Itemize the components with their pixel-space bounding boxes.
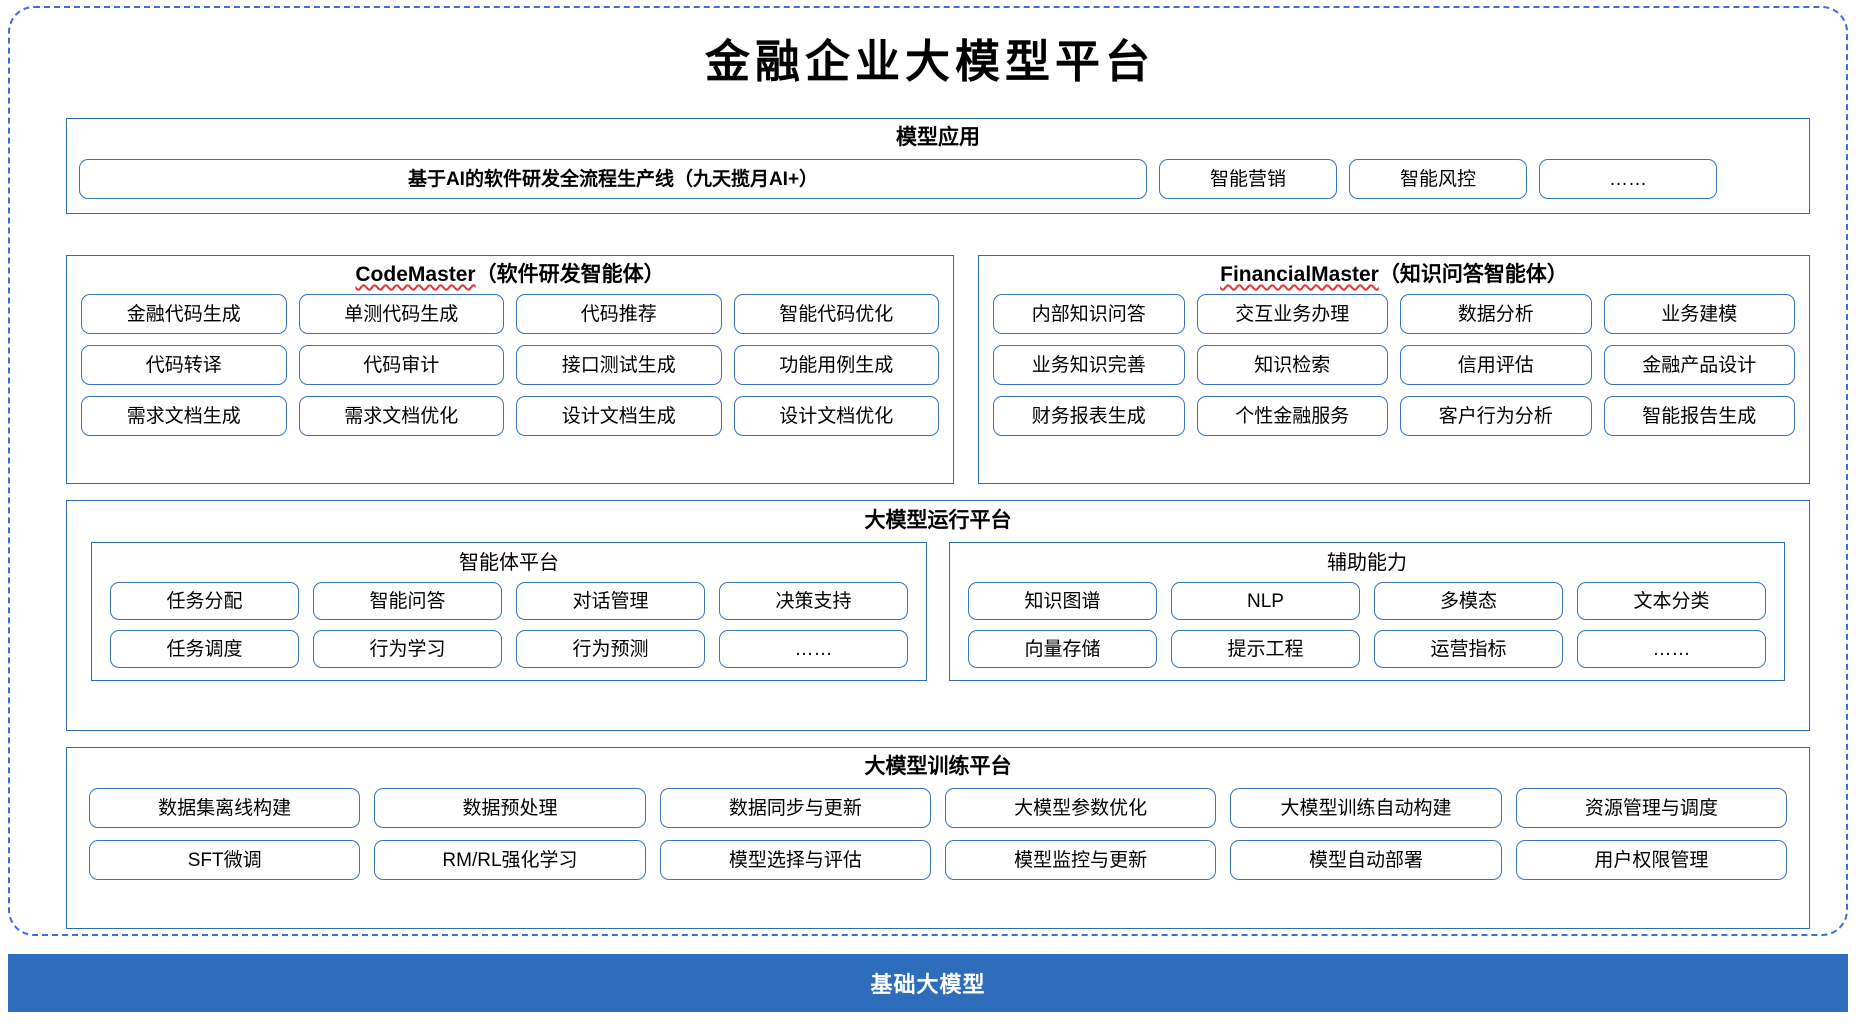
agent-platform-item[interactable]: 行为预测 xyxy=(516,630,705,668)
app-item-smart-marketing[interactable]: 智能营销 xyxy=(1159,159,1337,199)
support-ability-item[interactable]: NLP xyxy=(1171,582,1360,620)
section-codemaster: CodeMaster（软件研发智能体） 金融代码生成 单测代码生成 代码推荐 智… xyxy=(66,255,954,484)
training-item[interactable]: 数据集离线构建 xyxy=(89,788,361,828)
runtime-columns: 智能体平台 任务分配 智能问答 对话管理 决策支持 任务调度 行为学习 行为预测… xyxy=(67,534,1809,681)
financialmaster-item[interactable]: 内部知识问答 xyxy=(993,294,1185,334)
codemaster-item[interactable]: 需求文档优化 xyxy=(298,396,504,436)
agent-platform-item[interactable]: 行为学习 xyxy=(313,630,502,668)
model-applications-row: 基于AI的软件研发全流程生产线（九天揽月AI+） 智能营销 智能风控 …… xyxy=(67,159,1809,199)
financialmaster-item[interactable]: 知识检索 xyxy=(1196,345,1388,385)
financialmaster-name: FinancialMaster xyxy=(1220,263,1379,286)
training-item[interactable]: 资源管理与调度 xyxy=(1515,788,1787,828)
app-item-smart-risk-control[interactable]: 智能风控 xyxy=(1349,159,1527,199)
section-training-platform: 大模型训练平台 数据集离线构建 数据预处理 数据同步与更新 大模型参数优化 大模… xyxy=(66,747,1810,929)
subsection-agent-platform: 智能体平台 任务分配 智能问答 对话管理 决策支持 任务调度 行为学习 行为预测… xyxy=(91,542,927,681)
codemaster-item[interactable]: 功能用例生成 xyxy=(733,345,939,385)
codemaster-item[interactable]: 代码推荐 xyxy=(516,294,722,334)
financialmaster-subtitle: （知识问答智能体） xyxy=(1378,263,1568,286)
agent-platform-item[interactable]: 决策支持 xyxy=(719,582,908,620)
section-title-training-platform: 大模型训练平台 xyxy=(864,755,1012,778)
codemaster-item[interactable]: 代码审计 xyxy=(298,345,504,385)
section-title-financialmaster: FinancialMaster（知识问答智能体） xyxy=(979,262,1809,288)
codemaster-name: CodeMaster xyxy=(355,263,476,286)
base-model-band: 基础大模型 xyxy=(8,954,1848,1012)
financialmaster-capability-grid: 内部知识问答 交互业务办理 数据分析 业务建模 业务知识完善 知识检索 信用评估… xyxy=(979,288,1809,436)
financialmaster-item[interactable]: 金融产品设计 xyxy=(1603,345,1795,385)
training-item[interactable]: 模型监控与更新 xyxy=(945,840,1217,880)
training-item[interactable]: 大模型参数优化 xyxy=(945,788,1217,828)
subsection-title-support-ability: 辅助能力 xyxy=(1327,552,1407,574)
section-model-applications: 模型应用 基于AI的软件研发全流程生产线（九天揽月AI+） 智能营销 智能风控 … xyxy=(66,118,1810,214)
codemaster-item[interactable]: 接口测试生成 xyxy=(516,345,722,385)
app-item-more[interactable]: …… xyxy=(1539,159,1717,199)
training-item[interactable]: 模型自动部署 xyxy=(1230,840,1502,880)
subsection-support-ability: 辅助能力 知识图谱 NLP 多模态 文本分类 向量存储 提示工程 运营指标 …… xyxy=(949,542,1785,681)
financialmaster-item[interactable]: 财务报表生成 xyxy=(993,396,1185,436)
training-item[interactable]: SFT微调 xyxy=(89,840,361,880)
app-item-pipeline[interactable]: 基于AI的软件研发全流程生产线（九天揽月AI+） xyxy=(79,159,1147,199)
training-item[interactable]: RM/RL强化学习 xyxy=(374,840,646,880)
financialmaster-item[interactable]: 业务知识完善 xyxy=(993,345,1185,385)
support-ability-item[interactable]: 运营指标 xyxy=(1374,630,1563,668)
support-ability-item[interactable]: 向量存储 xyxy=(968,630,1157,668)
training-item[interactable]: 用户权限管理 xyxy=(1515,840,1787,880)
agent-platform-grid: 任务分配 智能问答 对话管理 决策支持 任务调度 行为学习 行为预测 …… xyxy=(92,580,926,668)
training-item[interactable]: 数据同步与更新 xyxy=(659,788,931,828)
codemaster-item[interactable]: 代码转译 xyxy=(81,345,287,385)
training-platform-grid: 数据集离线构建 数据预处理 数据同步与更新 大模型参数优化 大模型训练自动构建 … xyxy=(67,780,1809,880)
financialmaster-item[interactable]: 交互业务办理 xyxy=(1196,294,1388,334)
agent-platform-item-more[interactable]: …… xyxy=(719,630,908,668)
agent-platform-item[interactable]: 任务调度 xyxy=(110,630,299,668)
support-ability-item-more[interactable]: …… xyxy=(1577,630,1766,668)
financialmaster-item[interactable]: 业务建模 xyxy=(1603,294,1795,334)
support-ability-item[interactable]: 知识图谱 xyxy=(968,582,1157,620)
support-ability-item[interactable]: 文本分类 xyxy=(1577,582,1766,620)
agent-platform-item[interactable]: 任务分配 xyxy=(110,582,299,620)
codemaster-item[interactable]: 金融代码生成 xyxy=(81,294,287,334)
financialmaster-item[interactable]: 个性金融服务 xyxy=(1196,396,1388,436)
financialmaster-item[interactable]: 数据分析 xyxy=(1400,294,1592,334)
codemaster-capability-grid: 金融代码生成 单测代码生成 代码推荐 智能代码优化 代码转译 代码审计 接口测试… xyxy=(67,288,953,436)
section-title-codemaster: CodeMaster（软件研发智能体） xyxy=(67,262,953,288)
codemaster-item[interactable]: 需求文档生成 xyxy=(81,396,287,436)
section-title-model-applications: 模型应用 xyxy=(896,126,980,149)
agent-platform-item[interactable]: 智能问答 xyxy=(313,582,502,620)
training-item[interactable]: 模型选择与评估 xyxy=(659,840,931,880)
financialmaster-item[interactable]: 信用评估 xyxy=(1400,345,1592,385)
codemaster-item[interactable]: 设计文档生成 xyxy=(516,396,722,436)
codemaster-item[interactable]: 智能代码优化 xyxy=(733,294,939,334)
section-runtime-platform: 大模型运行平台 智能体平台 任务分配 智能问答 对话管理 决策支持 任务调度 行… xyxy=(66,500,1810,731)
training-item[interactable]: 大模型训练自动构建 xyxy=(1230,788,1502,828)
support-ability-item[interactable]: 提示工程 xyxy=(1171,630,1360,668)
support-ability-grid: 知识图谱 NLP 多模态 文本分类 向量存储 提示工程 运营指标 …… xyxy=(950,580,1784,668)
subsection-title-agent-platform: 智能体平台 xyxy=(459,552,559,574)
support-ability-item[interactable]: 多模态 xyxy=(1374,582,1563,620)
page-title: 金融企业大模型平台 xyxy=(704,37,1155,87)
outer-dashed-frame: 金融企业大模型平台 模型应用 基于AI的软件研发全流程生产线（九天揽月AI+） … xyxy=(8,6,1848,936)
codemaster-subtitle: （软件研发智能体） xyxy=(475,263,665,286)
section-title-runtime-platform: 大模型运行平台 xyxy=(864,509,1012,532)
codemaster-item[interactable]: 单测代码生成 xyxy=(298,294,504,334)
section-financialmaster: FinancialMaster（知识问答智能体） 内部知识问答 交互业务办理 数… xyxy=(978,255,1810,484)
financialmaster-item[interactable]: 智能报告生成 xyxy=(1603,396,1795,436)
agent-platform-item[interactable]: 对话管理 xyxy=(516,582,705,620)
codemaster-item[interactable]: 设计文档优化 xyxy=(733,396,939,436)
financialmaster-item[interactable]: 客户行为分析 xyxy=(1400,396,1592,436)
training-item[interactable]: 数据预处理 xyxy=(374,788,646,828)
